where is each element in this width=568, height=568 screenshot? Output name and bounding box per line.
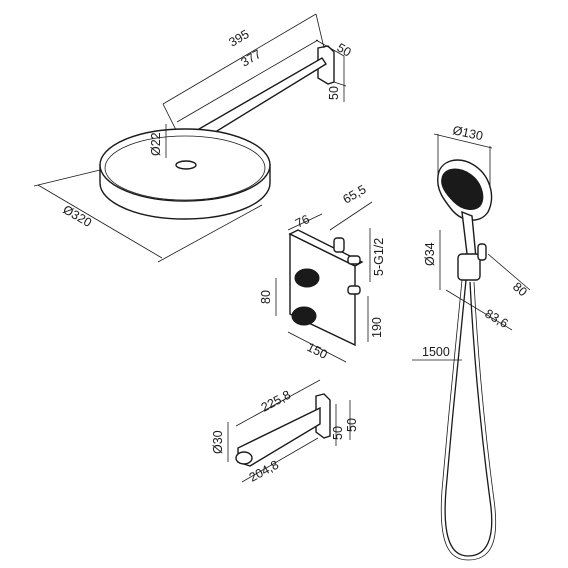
dim-225-line xyxy=(235,379,321,427)
hand-shower-face-icon xyxy=(441,168,484,210)
dim-836-label: 83,6 xyxy=(483,306,511,330)
dim-76-line xyxy=(287,213,323,231)
thermostat-assembly: 76 65,5 5-G1/2 80 190 150 xyxy=(259,182,386,363)
dim-836-line xyxy=(445,289,513,331)
dim-130-line xyxy=(433,133,493,149)
dim-377-line xyxy=(176,39,319,123)
spout-wall-flange xyxy=(315,393,331,439)
spout-outlet xyxy=(235,451,253,465)
dim-150-label: 150 xyxy=(305,340,330,362)
dim-190-label: 190 xyxy=(370,317,384,338)
knob-bottom-icon xyxy=(291,306,317,326)
holder-wall-bracket xyxy=(457,253,481,281)
dim-flange-w-label: 50 xyxy=(335,40,354,59)
dim-22-label: Ø22 xyxy=(149,132,163,156)
dim-395-ext-b xyxy=(315,13,325,49)
hose-outer xyxy=(440,279,497,561)
dim-395-line xyxy=(162,13,317,105)
dim-conn-label: 5-G1/2 xyxy=(372,238,386,276)
connection-right-2 xyxy=(347,285,361,295)
dim-holder-h-label: 80 xyxy=(510,280,530,300)
dim-76-label: 76 xyxy=(293,212,312,231)
knob-top-icon xyxy=(294,268,320,288)
dim-320-ext-a xyxy=(33,169,101,187)
dim-spout-w-label: 50 xyxy=(345,418,359,432)
dim-65-line xyxy=(329,201,373,231)
dim-395-label: 395 xyxy=(227,27,252,50)
holder-knob xyxy=(477,243,487,261)
shower-head-assembly: 395 377 50 50 Ø22 Ø320 xyxy=(33,13,354,263)
dim-flange-w-line xyxy=(315,39,345,57)
connection-top xyxy=(333,237,345,253)
dim-204-line xyxy=(241,437,319,483)
dim-34-label: Ø34 xyxy=(423,242,437,266)
dim-65-label: 65,5 xyxy=(341,182,369,206)
dim-320-line xyxy=(37,184,163,259)
dim-1500-label: 1500 xyxy=(422,345,450,359)
dim-30-label: Ø30 xyxy=(211,430,225,454)
dim-320-ext-b xyxy=(157,204,263,263)
dim-377-label: 377 xyxy=(239,47,264,70)
dim-225-label: 225,8 xyxy=(259,388,293,415)
dim-flange-h-ext xyxy=(333,81,347,87)
shower-head-rim xyxy=(104,135,266,201)
hand-shower-assembly: Ø130 Ø34 80 83,6 1500 xyxy=(412,123,531,561)
thermostat-side xyxy=(288,229,364,267)
spout-assembly: 225,8 Ø30 204,8 50 50 xyxy=(211,379,359,485)
dim-130-label: Ø130 xyxy=(451,123,484,143)
dim-150-line xyxy=(287,331,347,363)
dim-320-label: Ø320 xyxy=(61,202,95,229)
dim-80-label: 80 xyxy=(259,290,273,304)
dim-holder-h-line xyxy=(487,253,531,291)
hose xyxy=(444,279,493,557)
shower-head-hub xyxy=(175,160,197,170)
dim-spout-h-label: 50 xyxy=(331,426,345,440)
dim-395-ext-a xyxy=(162,103,177,131)
connection-right-1 xyxy=(347,255,361,265)
dim-flange-h-label: 50 xyxy=(327,86,341,100)
